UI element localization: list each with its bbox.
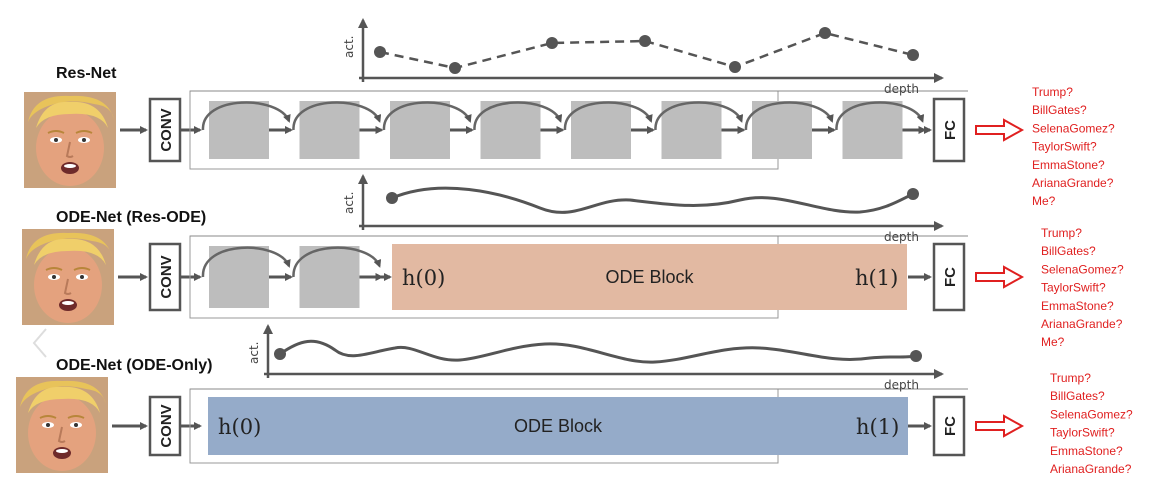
activation-point (729, 61, 741, 73)
conv-label: CONV (158, 108, 175, 151)
skip-connection-arrow (292, 101, 382, 131)
y-axis-label: act. (247, 342, 261, 364)
residual-block (480, 101, 541, 159)
residual-block (842, 101, 903, 159)
fc-box (932, 242, 966, 312)
output-arrow-icon (975, 265, 1025, 289)
y-axis-label: act. (342, 36, 356, 58)
skip-connection-arrow (201, 101, 291, 131)
activation-point (374, 46, 386, 58)
residual-block (390, 101, 450, 159)
face-portrait-icon (15, 376, 109, 474)
residual-block (299, 246, 360, 308)
residual-block (209, 246, 269, 308)
row-3: ODE-Net (ODE-Only) CONV h(0) h(1) ODE Block F… (15, 324, 1133, 476)
guess-item: Me? (1041, 335, 1065, 349)
ode-block-label: ODE Block (514, 416, 603, 436)
ode-block (392, 244, 907, 310)
guess-item: Me? (1032, 194, 1056, 208)
guess-item: BillGates? (1041, 244, 1096, 258)
guess-item: ArianaGrande? (1032, 176, 1114, 190)
y-axis-label: act. (342, 192, 356, 214)
activation-point (546, 37, 558, 49)
conv-label: CONV (158, 404, 175, 447)
h-end-label: h(1) (855, 266, 898, 290)
activation-point (449, 62, 461, 74)
face-portrait-icon (21, 228, 115, 326)
output-arrow-icon (975, 118, 1025, 142)
guess-item: EmmaStone? (1050, 444, 1123, 458)
ode-block (208, 397, 908, 455)
skip-connection-arrow (744, 101, 834, 131)
guess-item: ArianaGrande? (1041, 317, 1123, 331)
activation-point (907, 49, 919, 61)
residual-block (209, 101, 269, 159)
row-title: Res-Net (56, 65, 117, 82)
activation-point (907, 188, 919, 200)
guess-item: Trump? (1041, 226, 1082, 240)
guess-item: SelenaGomez? (1041, 262, 1124, 276)
fc-label: FC (942, 267, 959, 287)
guess-item: TaylorSwift? (1041, 281, 1106, 295)
guess-item: TaylorSwift? (1050, 426, 1115, 440)
skip-connection-arrow (654, 101, 744, 131)
skip-connection-arrow (563, 101, 653, 131)
output-arrow-icon (975, 414, 1025, 438)
fc-label: FC (942, 416, 959, 436)
conv-box (148, 395, 182, 457)
guess-item: EmmaStone? (1041, 299, 1114, 313)
skip-connection-arrow (835, 101, 925, 131)
guess-item: SelenaGomez? (1050, 407, 1133, 421)
guess-item: Trump? (1050, 371, 1091, 385)
residual-block (571, 101, 631, 159)
residual-block (752, 101, 812, 159)
activation-curve (391, 186, 914, 214)
fc-box (932, 395, 966, 457)
skip-connection-arrow (382, 101, 472, 131)
x-axis-label: depth (884, 378, 919, 392)
guess-item: SelenaGomez? (1032, 121, 1115, 135)
guess-item: BillGates? (1050, 389, 1105, 403)
guess-item: TaylorSwift? (1032, 140, 1097, 154)
residual-block (661, 101, 722, 159)
skip-connection-arrow (292, 246, 382, 278)
row-title: ODE-Net (ODE-Only) (56, 357, 212, 374)
skip-connection-arrow (201, 246, 291, 278)
conv-label: CONV (158, 255, 175, 298)
guess-item: EmmaStone? (1032, 158, 1105, 172)
activation-curve (279, 339, 917, 364)
row-title: ODE-Net (Res-ODE) (56, 209, 206, 226)
residual-block (299, 101, 360, 159)
fc-label: FC (942, 120, 959, 140)
row-2: ODE-Net (Res-ODE) CONV h(0) h(1) ODE Block FC… (21, 174, 1124, 349)
activation-point (274, 348, 286, 360)
conv-box (148, 242, 182, 312)
x-axis-label: depth (884, 82, 919, 96)
activation-point (639, 35, 651, 47)
h-end-label: h(1) (856, 415, 899, 439)
fc-box (932, 97, 966, 163)
guess-item: BillGates? (1032, 103, 1087, 117)
activation-point (910, 350, 922, 362)
face-portrait-icon (23, 91, 117, 189)
guess-item: Trump? (1032, 85, 1073, 99)
h-start-label: h(0) (402, 266, 445, 290)
x-axis-label: depth (884, 230, 919, 244)
h-start-label: h(0) (218, 415, 261, 439)
skip-connection-arrow (473, 101, 563, 131)
guess-item: ArianaGrande? (1050, 462, 1132, 476)
carousel-prev-chevron-icon[interactable] (28, 325, 52, 361)
activation-point (386, 192, 398, 204)
ode-block-label: ODE Block (605, 267, 694, 287)
activation-point (819, 27, 831, 39)
